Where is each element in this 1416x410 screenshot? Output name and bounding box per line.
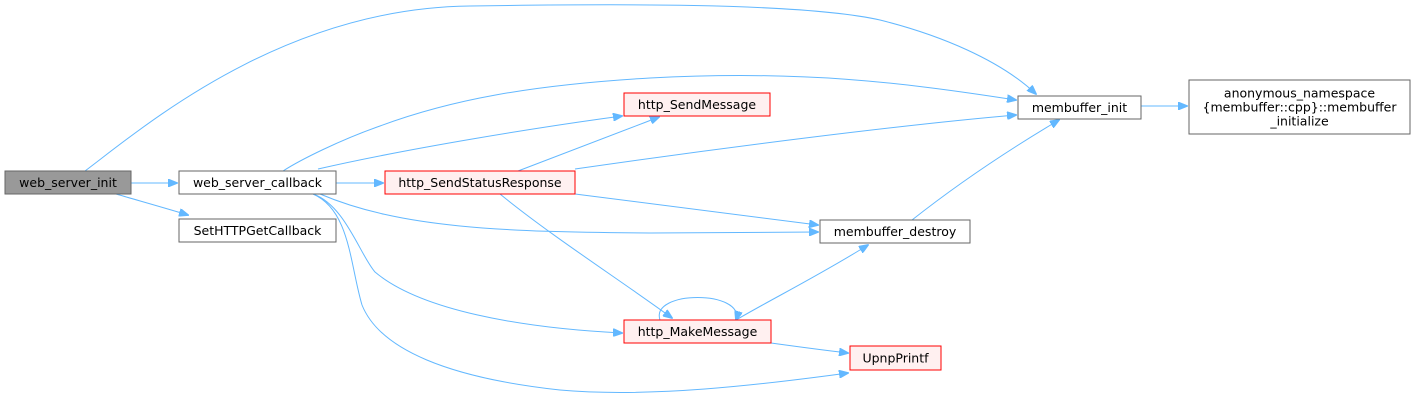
edge-web_server_callback-to-http_MakeMessage: [312, 193, 622, 333]
edge-http_SendStatusResponse-to-http_SendMessage: [517, 117, 659, 172]
edge-web_server_callback-to-membuffer_destroy: [319, 193, 818, 233]
edge-web_server_callback-to-http_SendMessage: [317, 116, 622, 170]
node-UpnpPrintf[interactable]: UpnpPrintf: [849, 345, 942, 371]
edge-http_MakeMessage-to-UpnpPrintf: [770, 342, 848, 353]
node-label: http_SendMessage: [638, 97, 756, 112]
node-http_MakeMessage[interactable]: http_MakeMessage: [623, 319, 772, 344]
node-web_server_callback[interactable]: web_server_callback: [178, 170, 337, 195]
node-box[interactable]: [178, 218, 337, 243]
edge-http_SendStatusResponse-to-http_MakeMessage: [499, 193, 672, 318]
node-label: _initialize: [1269, 114, 1329, 129]
node-label: http_SendStatusResponse: [398, 175, 562, 190]
node-membuffer_initialize[interactable]: anonymous_namespace{membuffer::cpp}::mem…: [1188, 79, 1411, 135]
node-box[interactable]: [819, 219, 971, 244]
node-box[interactable]: [623, 92, 771, 117]
edge-http_SendStatusResponse-to-membuffer_init: [574, 115, 1016, 170]
node-http_SendMessage[interactable]: http_SendMessage: [623, 92, 771, 117]
node-box[interactable]: [623, 319, 772, 344]
node-box[interactable]: [178, 170, 337, 195]
node-label: web_server_init: [19, 175, 117, 190]
edge-http_MakeMessage-to-http_MakeMessage: [658, 297, 736, 321]
node-label: SetHTTPGetCallback: [194, 223, 323, 238]
node-web_server_init[interactable]: web_server_init: [4, 170, 132, 195]
node-box[interactable]: [4, 170, 132, 195]
node-membuffer_destroy[interactable]: membuffer_destroy: [819, 219, 971, 244]
node-label: anonymous_namespace: [1224, 86, 1375, 101]
node-box[interactable]: [1017, 95, 1142, 120]
edge-web_server_init-to-SetHTTPGetCallback: [115, 193, 188, 215]
node-http_SendStatusResponse[interactable]: http_SendStatusResponse: [384, 170, 576, 195]
node-SetHTTPGetCallback[interactable]: SetHTTPGetCallback: [178, 218, 337, 243]
edge-http_MakeMessage-to-membuffer_destroy: [735, 245, 868, 321]
node-label: membuffer_init: [1032, 100, 1127, 115]
node-label: membuffer_destroy: [834, 224, 957, 239]
edge-membuffer_destroy-to-membuffer_init: [911, 120, 1059, 221]
node-label: web_server_callback: [193, 175, 323, 190]
node-label: {membuffer::cpp}::membuffer: [1203, 100, 1398, 115]
node-membuffer_init[interactable]: membuffer_init: [1017, 95, 1142, 120]
edge-http_SendStatusResponse-to-membuffer_destroy: [574, 193, 818, 225]
node-box[interactable]: [384, 170, 576, 195]
node-box[interactable]: [1188, 79, 1411, 135]
node-box[interactable]: [849, 345, 942, 371]
edge-web_server_init-to-membuffer_init: [84, 4, 1036, 172]
edge-web_server_callback-to-UpnpPrintf: [312, 193, 848, 393]
node-label: UpnpPrintf: [862, 351, 929, 366]
node-label: http_MakeMessage: [638, 324, 758, 339]
edge-web_server_callback-to-membuffer_init: [282, 74, 1016, 172]
